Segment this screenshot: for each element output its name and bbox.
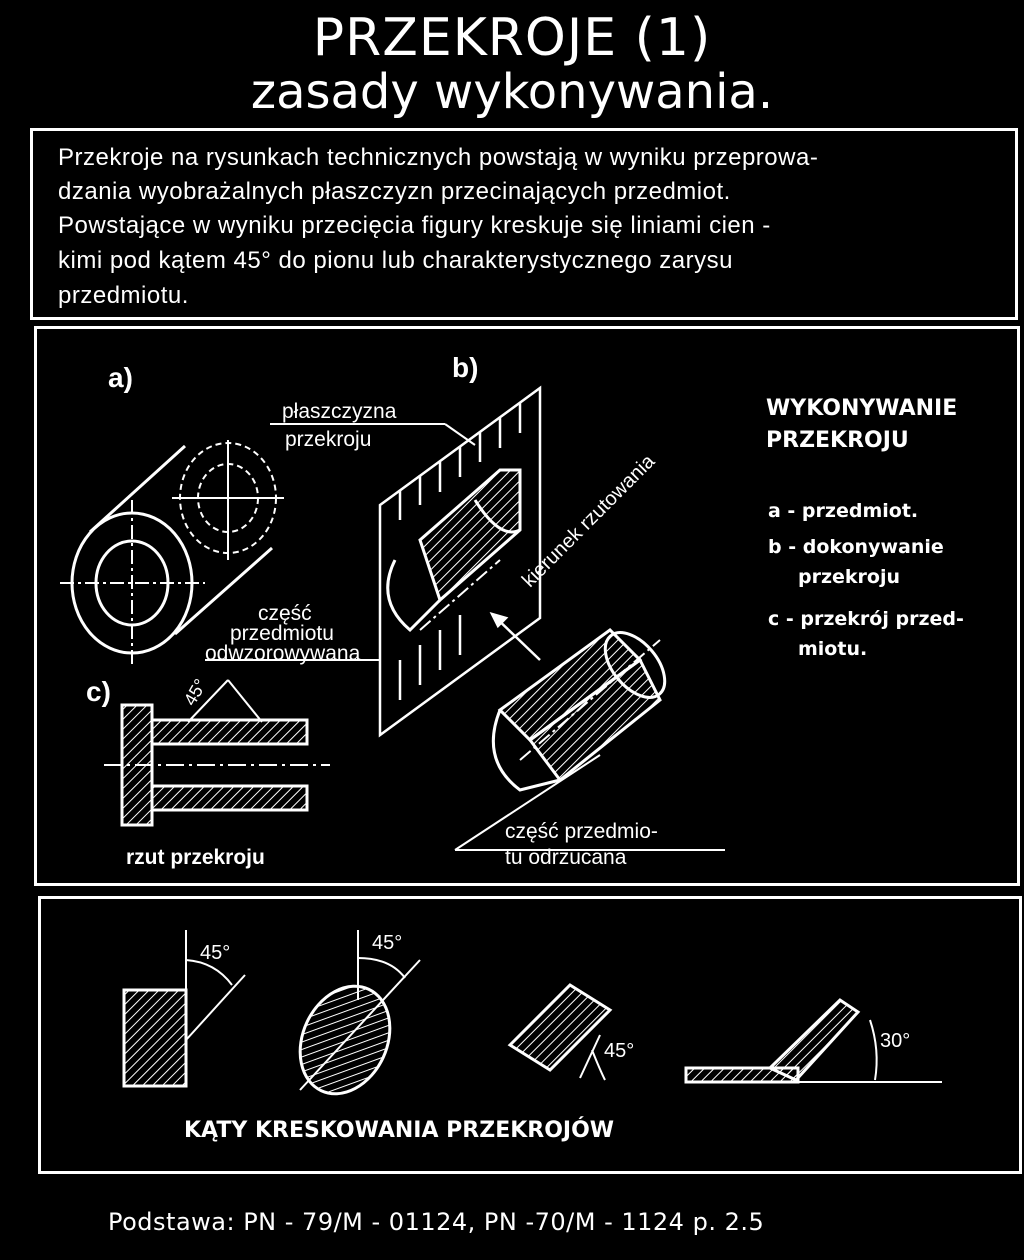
part-label-line1: część [258, 602, 312, 625]
footer-reference: Podstawa: PN - 79/M - 01124, PN -70/M - … [108, 1208, 765, 1236]
discarded-label-line1: część przedmio- [505, 820, 658, 843]
intro-line-1: Przekroje na rysunkach technicznych pows… [58, 144, 819, 171]
angles-caption: KĄTY KRESKOWANIA PRZEKROJÓW [184, 1118, 615, 1143]
section-view [104, 679, 330, 827]
section-half-object [386, 468, 522, 633]
label-a: a) [108, 362, 133, 393]
angle-figures [122, 930, 942, 1096]
page-title: PRZEKROJE (1) [312, 8, 712, 68]
intro-line-4: kimi pod kątem 45° do pionu lub charakte… [58, 247, 733, 274]
discarded-part [454, 628, 725, 851]
leader-lines [205, 423, 476, 661]
intro-line-5: przedmiotu. [58, 282, 189, 309]
legend-title-line1: WYKONYWANIE [766, 396, 958, 421]
angle-label-4: 30° [880, 1030, 911, 1052]
legend-title-line2: PRZEKROJU [766, 428, 909, 453]
part-label-line3: odwzorowywana [205, 642, 361, 665]
legend-item-2: b - dokonywanie [768, 536, 944, 558]
label-b: b) [452, 352, 479, 383]
legend-item-4: c - przekrój przed- [768, 608, 964, 630]
legend-item-5: miotu. [798, 638, 868, 660]
intro-line-2: dzania wyobrażalnych płaszczyzn przecina… [58, 178, 731, 205]
discarded-label-line2: tu odrzucana [505, 846, 627, 869]
intro-line-3: Powstające w wyniku przecięcia figury kr… [58, 212, 771, 239]
angle-label-1: 45° [200, 942, 231, 964]
figure-box [34, 326, 1020, 886]
angle-label-2: 45° [372, 932, 403, 954]
label-c: c) [86, 676, 111, 707]
intro-box [30, 128, 1018, 320]
plane-label-line2: przekroju [285, 428, 372, 451]
angle-label-3: 45° [604, 1040, 635, 1062]
plane-label-line1: płaszczyzna [282, 400, 397, 423]
angles-box [38, 896, 1022, 1174]
part-label-line2: przedmiotu [230, 622, 334, 645]
direction-arrow [489, 612, 541, 661]
page-subtitle: zasady wykonywania. [250, 64, 774, 120]
legend-item-1: a - przedmiot. [768, 500, 919, 522]
section-view-label: rzut przekroju [126, 846, 265, 869]
cylinder-object [60, 440, 284, 668]
legend-item-3: przekroju [798, 566, 901, 588]
